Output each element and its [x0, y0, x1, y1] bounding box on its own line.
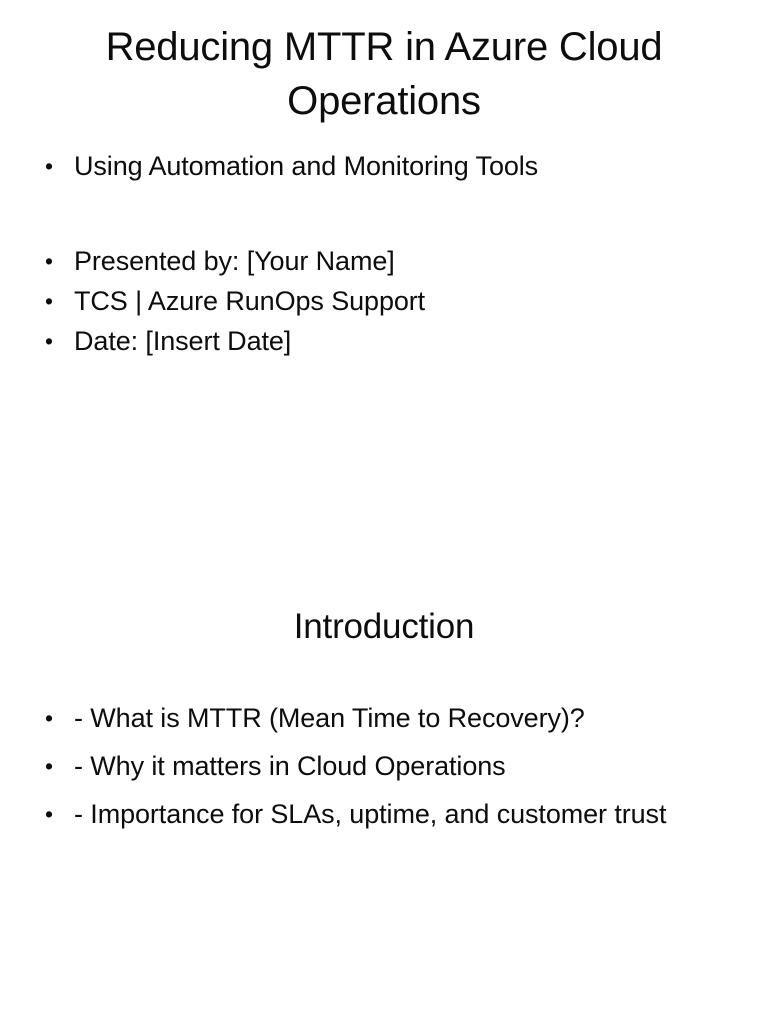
list-item: Using Automation and Monitoring Tools	[0, 146, 768, 186]
list-item: Presented by: [Your Name]	[0, 241, 768, 281]
section-heading: Introduction	[293, 607, 475, 646]
list-item: - Why it matters in Cloud Operations	[0, 746, 768, 786]
introduction-slide: Introduction - What is MTTR (Mean Time t…	[0, 604, 768, 834]
page-title: Reducing MTTR in Azure Cloud Operations	[105, 25, 663, 123]
section-spacer	[0, 650, 768, 698]
list-item: Date: [Insert Date]	[0, 321, 768, 361]
title-slide: Reducing MTTR in Azure Cloud Operations …	[0, 0, 768, 361]
title-slide-bullet-list: Using Automation and Monitoring Tools Pr…	[0, 146, 768, 361]
introduction-bullet-list: - What is MTTR (Mean Time to Recovery)? …	[0, 698, 768, 834]
list-item: - Importance for SLAs, uptime, and custo…	[0, 794, 768, 834]
list-item: TCS | Azure RunOps Support	[0, 281, 768, 321]
list-item: - What is MTTR (Mean Time to Recovery)?	[0, 698, 768, 738]
title-spacer	[0, 128, 768, 146]
